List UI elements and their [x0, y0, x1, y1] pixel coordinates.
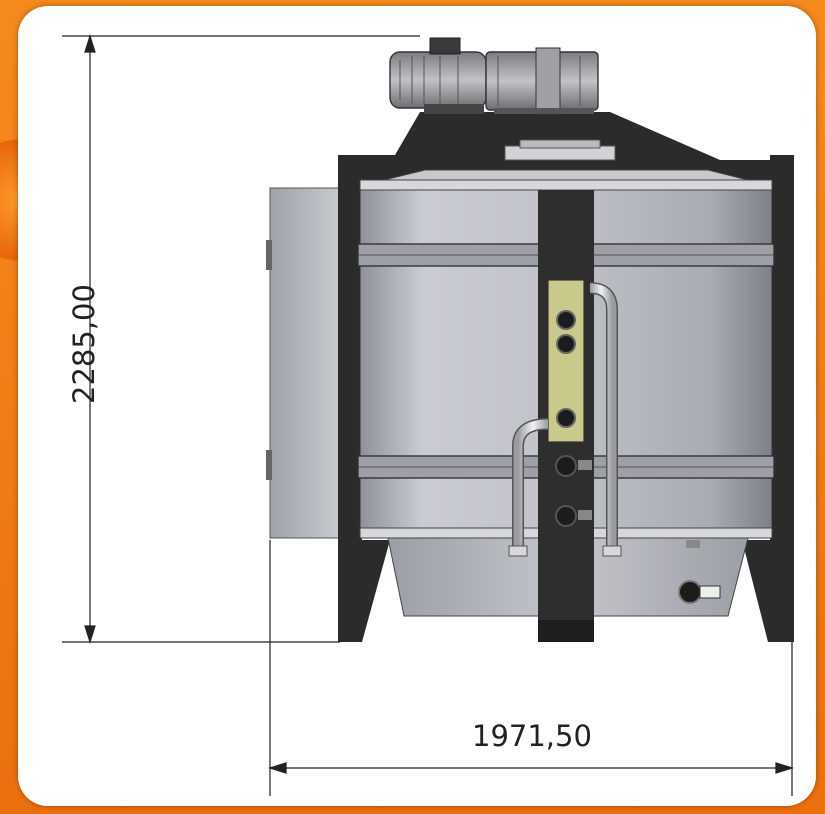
tank-lid: [383, 139, 749, 181]
width-dimension-line: [267, 540, 795, 796]
tank-technical-drawing: [62, 33, 795, 796]
gearbox-icon: [485, 47, 599, 115]
valve-panel: [547, 279, 592, 527]
side-control-box: [266, 187, 341, 539]
height-dimension-line: [62, 33, 420, 645]
pipe-right: [589, 282, 622, 557]
electric-motor-icon: [389, 37, 487, 114]
height-dimension-label: 2285,00: [67, 284, 101, 404]
drain-valve-icon: [678, 540, 721, 604]
pipe-left: [508, 418, 549, 557]
width-dimension-label: 1971,50: [472, 719, 592, 753]
drawing-panel: 1971,50 2285,00: [18, 6, 816, 806]
